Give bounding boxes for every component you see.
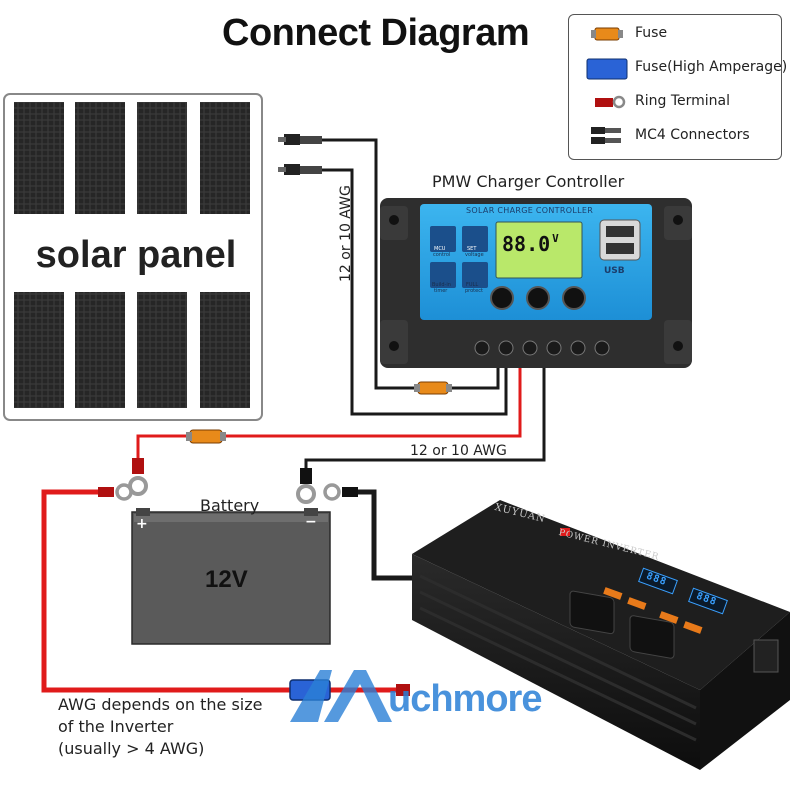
controller-header: SOLAR CHARGE CONTROLLER — [466, 206, 593, 215]
battery-plus: + — [136, 516, 148, 532]
fuse-icon — [581, 23, 631, 45]
legend-item-fuse: Fuse — [569, 19, 783, 49]
diagram-title: Connect Diagram — [222, 12, 529, 55]
lcd-value: 88.0 — [502, 232, 550, 256]
buildin-sub-label: timer — [434, 288, 447, 294]
mc4-connectors — [278, 134, 322, 175]
usb-label: USB — [604, 266, 625, 276]
awg-note-line-2: of the Inverter — [58, 716, 262, 738]
battery-voltage: 12V — [205, 566, 248, 594]
battery-minus: − — [305, 514, 317, 530]
panel-wire-fuse — [414, 382, 452, 394]
controller-title: PMW Charger Controller — [432, 172, 624, 191]
lcd-unit: V — [552, 232, 559, 245]
legend-label: Fuse — [635, 25, 667, 41]
legend-item-mc4-connectors: MC4 Connectors — [569, 121, 783, 151]
mcu-sub-label: control — [433, 252, 450, 258]
awg-vertical-label: 12 or 10 AWG — [338, 185, 354, 282]
watermark-text: uchmore — [388, 678, 541, 721]
legend-label: Fuse(High Amperage) — [635, 59, 787, 75]
legend-label: Ring Terminal — [635, 93, 730, 109]
legend: Fuse Fuse(High Amperage) Ring Terminal M… — [568, 14, 782, 160]
legend-item-high-amperage-fuse: Fuse(High Amperage) — [569, 53, 783, 83]
awg-note-line-3: (usually > 4 AWG) — [58, 738, 262, 760]
solar-panel-label: solar panel — [16, 226, 256, 284]
mc4-connector-icon — [581, 125, 631, 147]
awg-horizontal-label: 12 or 10 AWG — [410, 443, 507, 459]
full-sub-label: protect — [465, 288, 483, 294]
battery-wire-fuse — [186, 430, 226, 443]
set-sub-label: voltage — [465, 252, 484, 258]
watermark-logo-icon — [280, 660, 400, 730]
legend-label: MC4 Connectors — [635, 127, 750, 143]
charge-controller — [380, 198, 692, 368]
legend-item-ring-terminal: Ring Terminal — [569, 87, 783, 117]
high-amperage-fuse-icon — [581, 55, 631, 81]
awg-note: AWG depends on the size of the Inverter … — [58, 694, 262, 760]
battery-title: Battery — [200, 496, 259, 515]
ring-terminal-icon — [581, 91, 631, 113]
awg-note-line-1: AWG depends on the size — [58, 694, 262, 716]
